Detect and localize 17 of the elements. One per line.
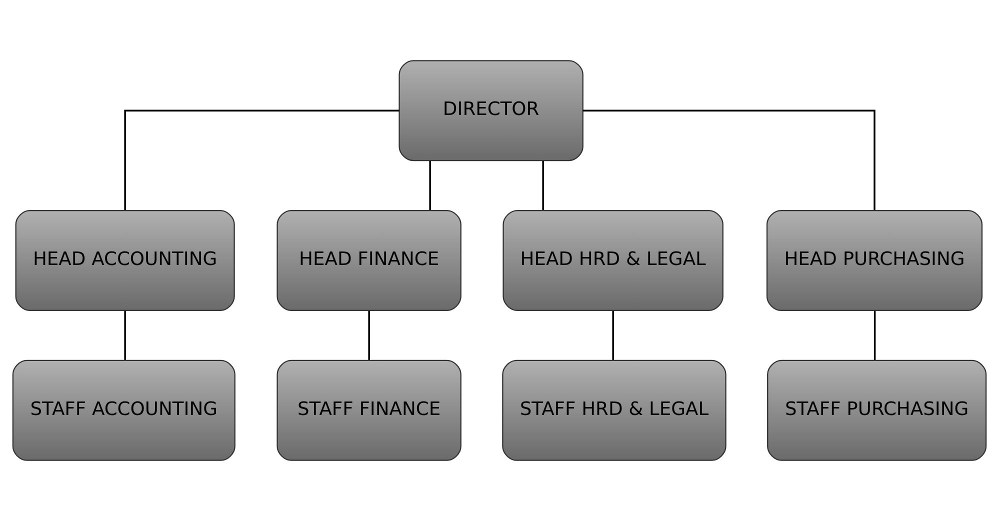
node-box: HEAD HRD & LEGAL: [502, 209, 724, 311]
connector: [874, 310, 876, 360]
node-box: HEAD ACCOUNTING: [15, 209, 235, 311]
node-box: HEAD FINANCE: [276, 209, 462, 311]
node-box: STAFF FINANCE: [276, 359, 462, 460]
connector: [582, 109, 876, 210]
node-box: STAFF ACCOUNTING: [12, 359, 236, 460]
connector: [429, 160, 431, 210]
node-box: HEAD PURCHASING: [766, 209, 983, 311]
connector: [124, 109, 400, 210]
node-box: STAFF HRD & LEGAL: [502, 359, 726, 460]
connector: [542, 160, 544, 210]
connector: [368, 310, 370, 360]
node-box: STAFF PURCHASING: [767, 359, 987, 460]
node-box: DIRECTOR: [398, 60, 584, 161]
connector: [124, 310, 126, 360]
connector: [612, 310, 614, 360]
